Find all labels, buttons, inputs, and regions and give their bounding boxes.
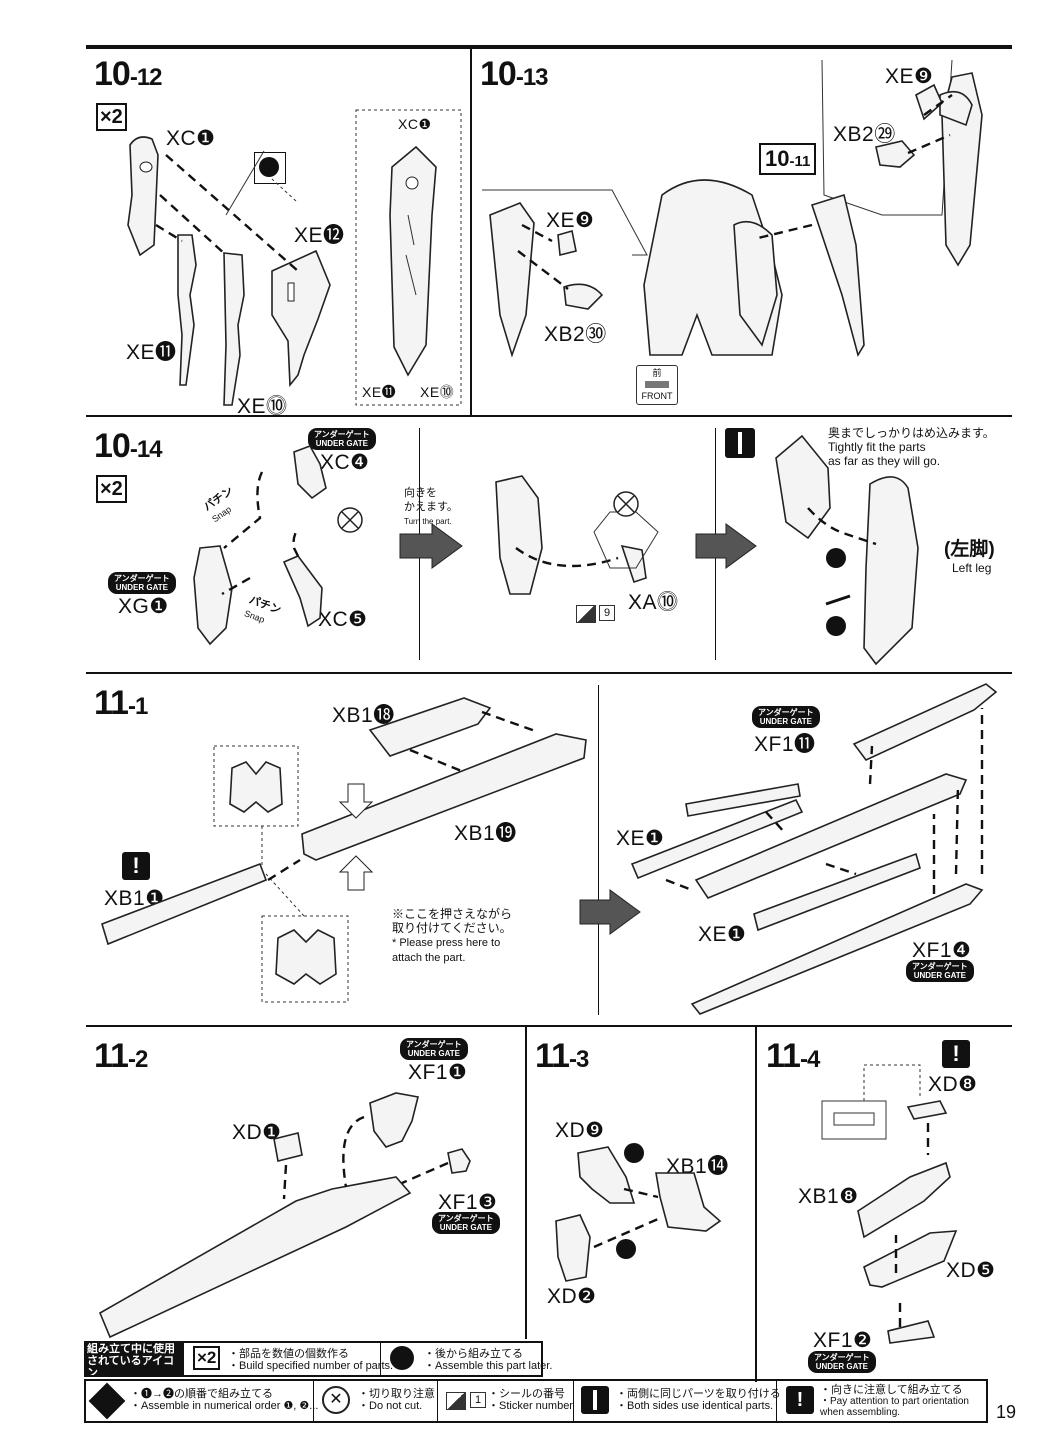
part-label: XF1⓫ [754,733,816,756]
multiplier-badge: ×2 [96,475,127,503]
part-label: XE❶ [616,827,665,850]
divider-11-1 [598,685,599,1015]
step-10-13-drawing [482,59,983,358]
legend-item: ・切り取り注意・Do not cut. [358,1388,435,1412]
inset-label: XE⓫ [362,384,397,400]
top-rule [86,45,1012,49]
part-label: XB2㉚ [544,323,607,346]
part-label: XC❹ [320,451,370,474]
legend-sep [380,1343,381,1375]
both-sides-icon [581,1386,609,1414]
part-label: XD❽ [928,1073,978,1096]
part-label: XG❶ [118,595,169,618]
legend-sep [313,1381,314,1421]
legend-item: ・向きに注意して組み立てる・Pay attention to part orie… [820,1384,969,1418]
step-11-2-title: 11-2 [94,1037,148,1075]
do-not-cut-icon: ✕ [322,1386,350,1414]
step-11-1-title: 11-1 [94,684,148,722]
part-label: XD❶ [232,1121,282,1144]
page-number: 19 [996,1402,1017,1422]
legend-item: ・部品を数値の個数作る・Build specified number of pa… [228,1348,394,1372]
step-10-12-title: 10-12 [94,55,163,93]
part-label: XB1⓲ [332,704,395,727]
attention-icon: ! [786,1386,814,1414]
step-11-2-drawing [98,1092,471,1339]
part-label: XC❺ [318,608,368,631]
press-note: ※ここを押さえながら取り付けてください。* Please press here … [392,907,513,964]
step-11-1-drawing [101,683,998,1015]
both-sides-icon [725,428,755,458]
part-label: XE⓫ [126,341,177,364]
sticker-number-icon [576,605,596,623]
inset-label: XE⓾ [420,384,455,400]
left-leg-label: (左脚)Left leg [944,539,995,575]
divider-11-3-4 [755,1027,757,1382]
ref-step-box: 10-11 [759,143,817,175]
part-label: XB1⓳ [454,822,517,845]
legend-item: ・両側に同じパーツを取り付ける・Both sides use identical… [616,1388,781,1412]
part-label: XD❾ [555,1119,605,1142]
part-label: XF1❷ [813,1329,873,1352]
part-label: XB1❶ [104,887,165,910]
multiplier-badge: ×2 [96,103,127,131]
step-11-4-drawing [821,1064,958,1344]
step-10-13-title: 10-13 [480,55,549,93]
rule-row4 [86,1025,1012,1027]
part-label: XF1❹ [912,939,972,962]
legend-item: ・後から組み立てる・Assemble this part later. [424,1348,553,1372]
part-label: XB2㉙ [833,123,896,146]
legend-sep [776,1381,777,1421]
sticker-number: 9 [599,605,615,621]
part-label: XC❶ [166,127,216,150]
part-label: XE❾ [885,65,934,88]
attention-icon: ! [122,852,150,880]
part-label: XE❾ [546,209,595,232]
step-11-4-title: 11-4 [766,1037,820,1075]
step-11-3-title: 11-3 [535,1037,589,1075]
part-label: XE⓬ [294,224,345,247]
part-label: XA⓾ [628,591,679,614]
legend-sep [437,1381,438,1421]
step-10-12-drawing [127,109,462,406]
inset-label: XC❶ [398,116,432,132]
sticker-number-icon: 1 [470,1392,486,1408]
step-11-3-drawing [555,1143,722,1282]
attention-icon: ! [942,1040,970,1068]
legend-item: ・❶→❷の順番で組み立てる・Assemble in numerical orde… [130,1388,319,1412]
legend-top-frame [84,1341,543,1377]
part-label: XF1❸ [438,1191,498,1214]
sticker-icon [446,1392,466,1410]
assemble-later-icon [390,1346,414,1370]
divider-10-12-13 [470,49,472,415]
assemble-later-icon [254,152,286,184]
part-label: XD❺ [946,1259,996,1282]
part-label: XE⓾ [237,395,288,418]
front-indicator: 前 FRONT [636,365,678,405]
rule-row3 [86,672,1012,674]
step-10-14-drawing [193,434,919,666]
legend-bottom-frame [84,1379,988,1423]
legend-item: ・シールの番号・Sticker number [488,1388,573,1412]
legend-sep [573,1381,574,1421]
divider-11-2-3 [525,1027,527,1339]
part-label: XE❶ [698,923,747,946]
part-label: XD❷ [547,1285,597,1308]
turn-note: 向きを かえます。Turn the part. [404,487,458,526]
part-label: XB1❽ [798,1185,859,1208]
multiplier-icon: ×2 [193,1346,221,1370]
rule-row2 [86,415,1012,417]
step-10-14-title: 10-14 [94,427,163,465]
part-label: XF1❶ [408,1061,468,1084]
